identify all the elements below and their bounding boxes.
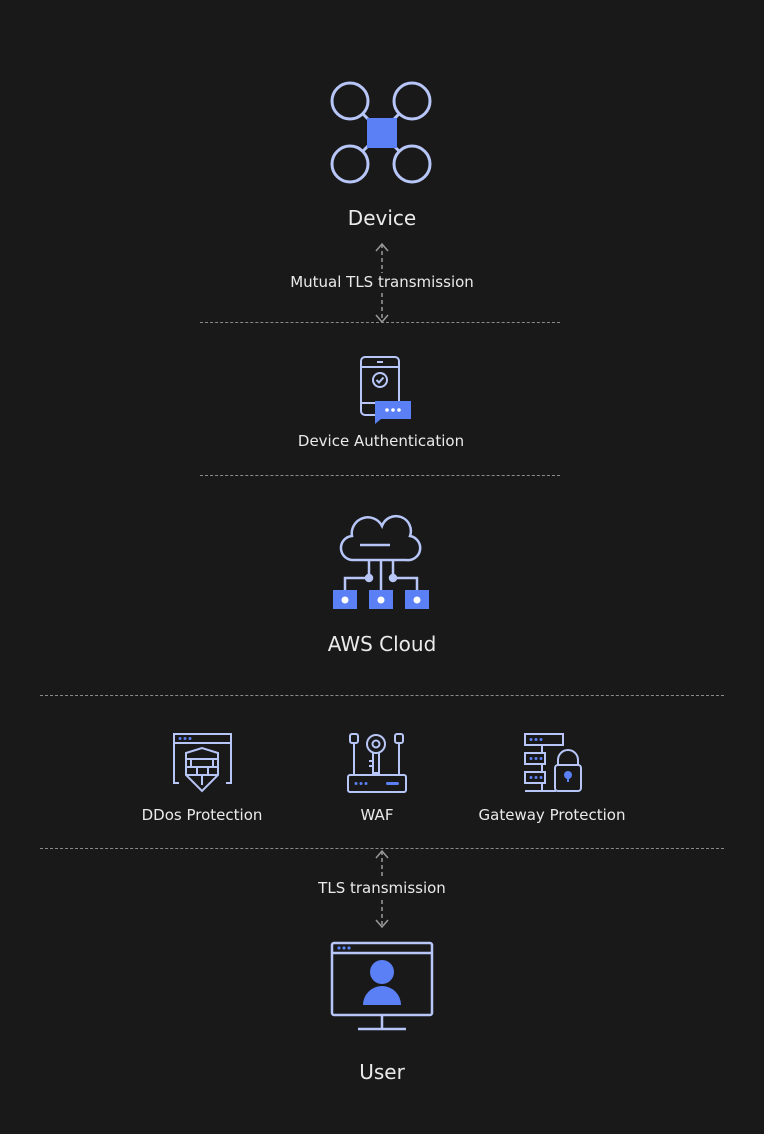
cloud-network-icon [333,514,429,609]
waf-label: WAF [360,806,394,824]
aws-cloud-label: AWS Cloud [327,632,437,656]
user-label: User [359,1060,405,1084]
key-router-icon [347,733,407,793]
divider [200,475,560,476]
tls-label: TLS transmission [316,879,448,897]
drone-icon [330,81,432,184]
ddos-protection-label: DDos Protection [141,806,263,824]
server-lock-icon [524,733,582,792]
monitor-user-icon [330,941,434,1031]
divider [40,848,724,849]
gateway-protection-label: Gateway Protection [478,806,626,824]
device-label: Device [347,206,417,230]
mutual-tls-label: Mutual TLS transmission [288,273,476,291]
firewall-shield-icon [173,733,232,793]
divider [200,322,560,323]
phone-check-icon [360,356,411,424]
divider [40,695,724,696]
device-auth-label: Device Authentication [297,432,465,450]
